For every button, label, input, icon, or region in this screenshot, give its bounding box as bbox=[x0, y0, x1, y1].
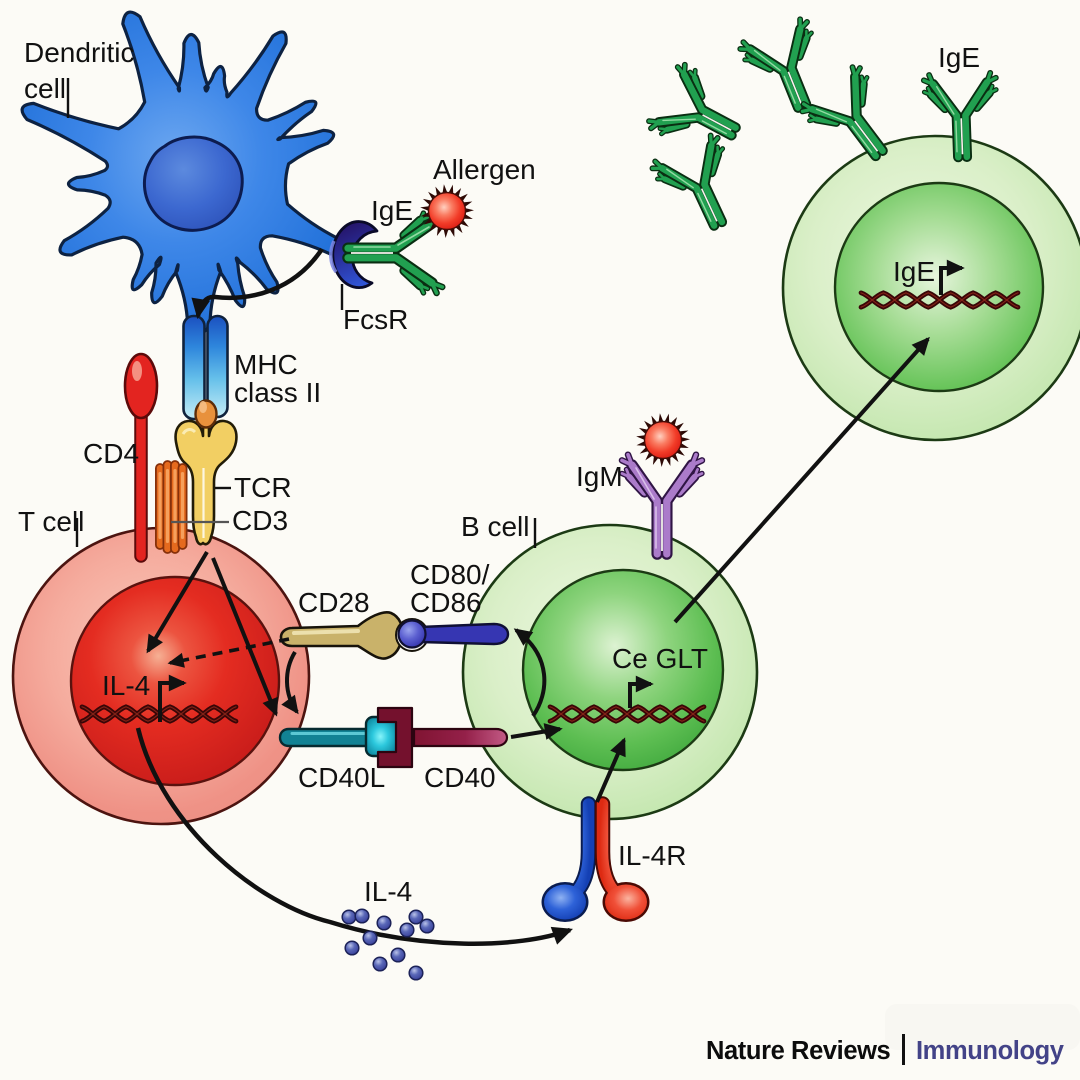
svg-text:IL-4: IL-4 bbox=[364, 876, 412, 907]
svg-text:cell: cell bbox=[24, 73, 66, 104]
svg-text:T cell: T cell bbox=[18, 506, 84, 537]
svg-text:CD80/: CD80/ bbox=[410, 559, 490, 590]
svg-text:Nature Reviews: Nature Reviews bbox=[706, 1037, 891, 1065]
svg-text:CD86: CD86 bbox=[410, 587, 482, 618]
svg-text:CD4: CD4 bbox=[83, 438, 139, 469]
svg-text:FcsR: FcsR bbox=[343, 304, 408, 335]
svg-text:CD40L: CD40L bbox=[298, 762, 385, 793]
svg-text:IL-4R: IL-4R bbox=[618, 840, 686, 871]
svg-text:CD28: CD28 bbox=[298, 587, 370, 618]
svg-text:class II: class II bbox=[234, 377, 321, 408]
svg-text:Ce GLT: Ce GLT bbox=[612, 643, 708, 674]
svg-text:TCR: TCR bbox=[234, 472, 292, 503]
svg-text:CD3: CD3 bbox=[232, 505, 288, 536]
svg-text:IgE: IgE bbox=[938, 42, 980, 73]
svg-text:IgE: IgE bbox=[371, 195, 413, 226]
svg-text:MHC: MHC bbox=[234, 349, 298, 380]
svg-text:IgM: IgM bbox=[576, 461, 623, 492]
svg-text:Immunology: Immunology bbox=[916, 1037, 1065, 1065]
svg-text:Allergen: Allergen bbox=[433, 154, 536, 185]
svg-text:Dendritic: Dendritic bbox=[24, 37, 134, 68]
svg-text:IL-4: IL-4 bbox=[102, 670, 150, 701]
svg-text:IgE: IgE bbox=[893, 256, 935, 287]
svg-text:CD40: CD40 bbox=[424, 762, 496, 793]
svg-text:B cell: B cell bbox=[461, 511, 529, 542]
